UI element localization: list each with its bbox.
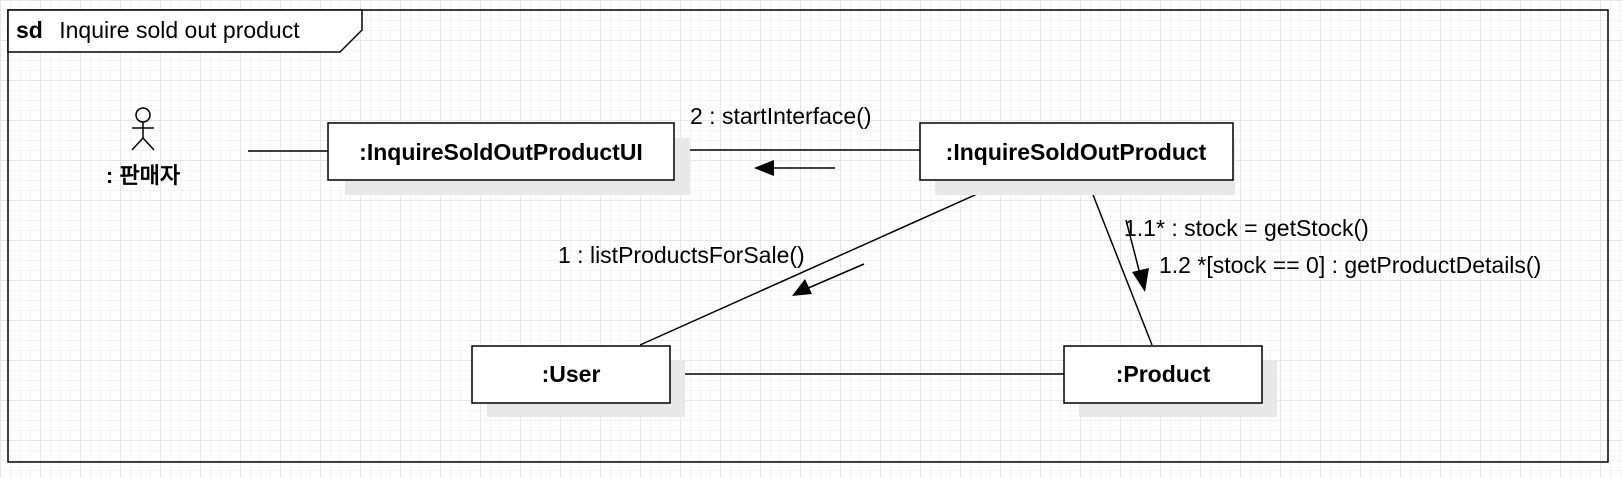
message-arrow-1 [792, 263, 865, 296]
object-label-product: :Product [1116, 361, 1211, 387]
link-control-product [1087, 181, 1153, 346]
object-inquire-sold-out-product[interactable]: :InquireSoldOutProduct [919, 122, 1234, 181]
svg-text:sd Inquire sold out produc: sd Inquire sold out product [16, 17, 300, 43]
frame-keyword: sd [16, 17, 43, 43]
actor-seller-icon [131, 107, 155, 151]
object-label-user: :User [542, 361, 601, 387]
diagram-frame [7, 9, 1609, 463]
frame-title-tab [7, 9, 363, 53]
message-arrow-2 [754, 160, 835, 176]
object-product[interactable]: :Product [1063, 345, 1263, 404]
message-label-1: 1 : listProductsForSale() [558, 242, 805, 268]
object-user[interactable]: :User [471, 345, 671, 404]
message-label-2: 2 : startInterface() [690, 103, 872, 129]
message-arrow-1-1 [1125, 219, 1149, 292]
link-control-user [639, 181, 1005, 346]
message-label-1-2: 1.2 *[stock == 0] : getProductDetails() [1159, 252, 1541, 278]
message-label-1-1: 1.1* : stock = getStock() [1124, 215, 1369, 241]
object-inquire-sold-out-product-ui[interactable]: :InquireSoldOutProductUI [327, 122, 675, 181]
frame-title: Inquire sold out product [59, 17, 300, 43]
object-label-ui: :InquireSoldOutProductUI [359, 139, 643, 165]
actor-label: : 판매자 [106, 163, 181, 188]
object-label-control: :InquireSoldOutProduct [946, 139, 1207, 165]
